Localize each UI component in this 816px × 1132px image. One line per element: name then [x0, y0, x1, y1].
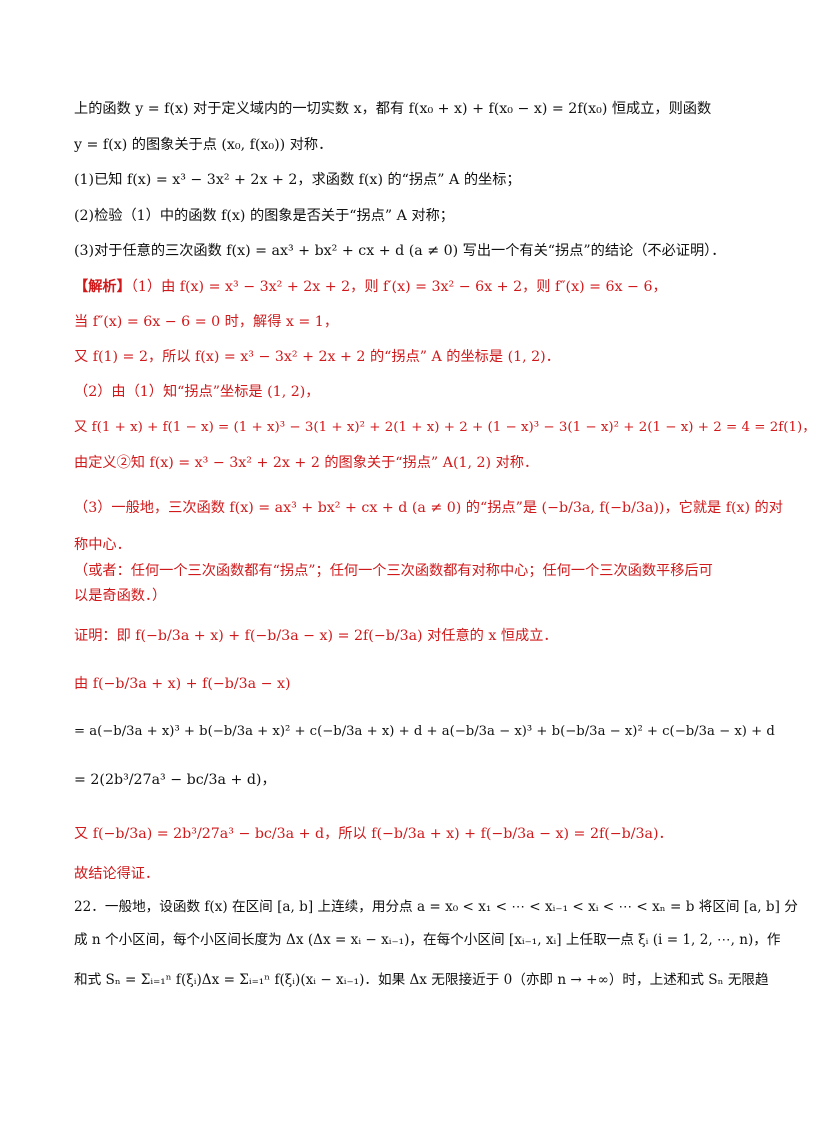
proof-line-3: = a(−b/3a + x)³ + b(−b/3a + x)² + c(−b/3… [74, 724, 775, 739]
solution-part-3-line-2: 称中心． [74, 537, 131, 553]
question-1: (1)已知 f(x) = x³ − 3x² + 2x + 2，求函数 f(x) … [74, 172, 521, 188]
solution-part-2-line-2: 又 f(1 + x) + f(1 − x) = (1 + x)³ − 3(1 +… [74, 420, 816, 435]
solution-part-3-line-1: （3）一般地，三次函数 f(x) = ax³ + bx² + cx + d (a… [74, 500, 783, 516]
solution-tag: 【解析】 [74, 279, 131, 295]
problem-22-line-3: 和式 Sₙ = Σᵢ₌₁ⁿ f(ξᵢ)Δx = Σᵢ₌₁ⁿ f(ξᵢ)(xᵢ −… [74, 972, 769, 988]
alternative-answer-line-1: （或者：任何一个三次函数都有“拐点”；任何一个三次函数都有对称中心；任何一个三次… [74, 563, 713, 579]
proof-conclusion: 故结论得证． [74, 866, 160, 882]
solution-line-2: 当 f″(x) = 6x − 6 = 0 时，解得 x = 1， [74, 314, 339, 330]
solution-part-2-line-1: （2）由（1）知“拐点”坐标是 (1, 2)， [74, 384, 320, 400]
proof-line-1: 证明：即 f(−b/3a + x) + f(−b/3a − x) = 2f(−b… [74, 628, 558, 644]
proof-line-5: 又 f(−b/3a) = 2b³/27a³ − bc/3a + d，所以 f(−… [74, 826, 673, 842]
proof-line-4: = 2(2b³/27a³ − bc/3a + d)， [74, 772, 276, 788]
problem-intro-line-2: y = f(x) 的图象关于点 (x₀, f(x₀)) 对称． [74, 137, 333, 153]
question-2: (2)检验（1）中的函数 f(x) 的图象是否关于“拐点” A 对称； [74, 208, 454, 224]
question-3: (3)对于任意的三次函数 f(x) = ax³ + bx² + cx + d (… [74, 243, 726, 259]
problem-intro-line-1: 上的函数 y = f(x) 对于定义域内的一切实数 x，都有 f(x₀ + x)… [74, 101, 712, 117]
solution-line-1: 【解析】（1）由 f(x) = x³ − 3x² + 2x + 2，则 f′(x… [74, 279, 740, 296]
proof-line-2: 由 f(−b/3a + x) + f(−b/3a − x) [74, 676, 291, 692]
problem-22-line-2: 成 n 个小区间，每个小区间长度为 Δx (Δx = xᵢ − xᵢ₋₁)，在每… [74, 932, 781, 948]
solution-part-2-line-3: 由定义②知 f(x) = x³ − 3x² + 2x + 2 的图象关于“拐点”… [74, 455, 539, 471]
alternative-answer-line-2: 以是奇函数．） [74, 588, 167, 604]
problem-22-line-1: 22．一般地，设函数 f(x) 在区间 [a, b] 上连续，用分点 a = x… [74, 899, 798, 915]
solution-line-1-text: （1）由 f(x) = x³ − 3x² + 2x + 2，则 f′(x) = … [130, 279, 667, 295]
solution-line-3: 又 f(1) = 2，所以 f(x) = x³ − 3x² + 2x + 2 的… [74, 349, 560, 365]
